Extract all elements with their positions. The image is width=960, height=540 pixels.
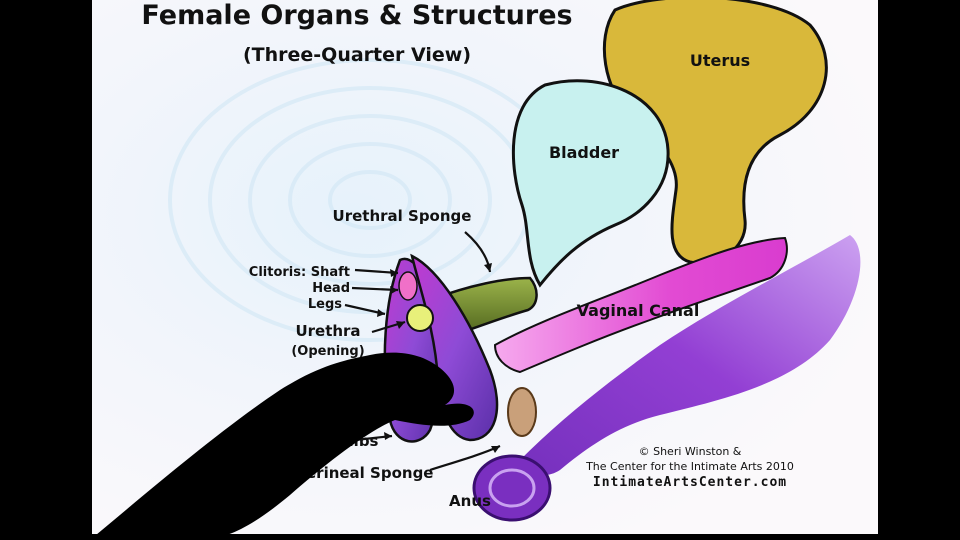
anus-shape (472, 454, 552, 522)
viewer-shadow (0, 0, 92, 540)
pointer-arrows (344, 231, 501, 472)
label-clitoris-shaft: Clitoris: Shaft (249, 265, 350, 280)
credit-site: IntimateArtsCenter.com (593, 475, 787, 490)
bladder-shape (511, 79, 670, 288)
credit-line-1: © Sheri Winston & (639, 445, 742, 458)
anus-inner-ring (488, 468, 536, 508)
label-perineal-sponge: Perineal Sponge (295, 464, 433, 482)
perineal-sponge-shape (507, 387, 537, 437)
label-vaginal-canal: Vaginal Canal (577, 301, 700, 320)
label-uterus: Uterus (690, 51, 750, 70)
pointing-hand-silhouette (90, 352, 474, 540)
vaginal-canal-shape (493, 236, 788, 374)
clitoris-head-shape (398, 271, 418, 301)
label-legs: Legs (308, 297, 342, 312)
label-urethra: Urethra (295, 322, 360, 340)
credit-line-2: The Center for the Intimate Arts 2010 (585, 460, 794, 473)
label-anus: Anus (449, 492, 491, 510)
label-urethra-opening: (Opening) (291, 344, 364, 359)
page-subtitle: (Three-Quarter View) (243, 44, 471, 66)
page-title: Female Organs & Structures (141, 0, 572, 31)
clitoris-bulb-right (410, 253, 499, 442)
urethra-opening-shape (406, 304, 434, 332)
rectum-shape (520, 235, 861, 476)
label-head: Head (312, 281, 350, 296)
label-bladder: Bladder (549, 143, 619, 162)
label-urethral-sponge: Urethral Sponge (333, 207, 472, 225)
